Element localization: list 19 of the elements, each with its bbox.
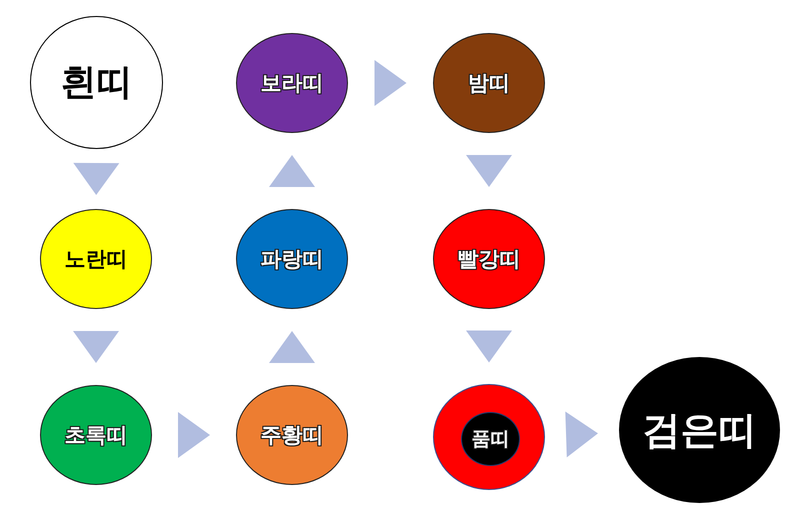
arrow-triangle <box>73 162 120 195</box>
belt-label: 주황띠 <box>260 424 324 446</box>
arrow-triangle <box>73 331 119 363</box>
arrow-triangle <box>466 330 512 362</box>
belt-label: 파랑띠 <box>260 248 324 270</box>
belt-label: 보라띠 <box>260 72 324 94</box>
arrow-triangle <box>374 60 406 106</box>
arrow-triangle <box>565 412 598 458</box>
arrow-triangle <box>466 155 512 187</box>
belt-label: 흰띠 <box>60 64 132 100</box>
belt-label: 노란띠 <box>64 248 128 270</box>
arrow-triangle <box>269 331 315 363</box>
belt-label: 빨강띠 <box>458 248 520 270</box>
belt-label: 품띠 <box>472 430 510 448</box>
arrow-triangle <box>269 155 315 187</box>
arrow-triangle <box>178 412 210 458</box>
belt-label: 검은띠 <box>642 411 756 449</box>
belt-label: 초록띠 <box>64 424 128 446</box>
belt-label: 밤띠 <box>468 72 510 94</box>
